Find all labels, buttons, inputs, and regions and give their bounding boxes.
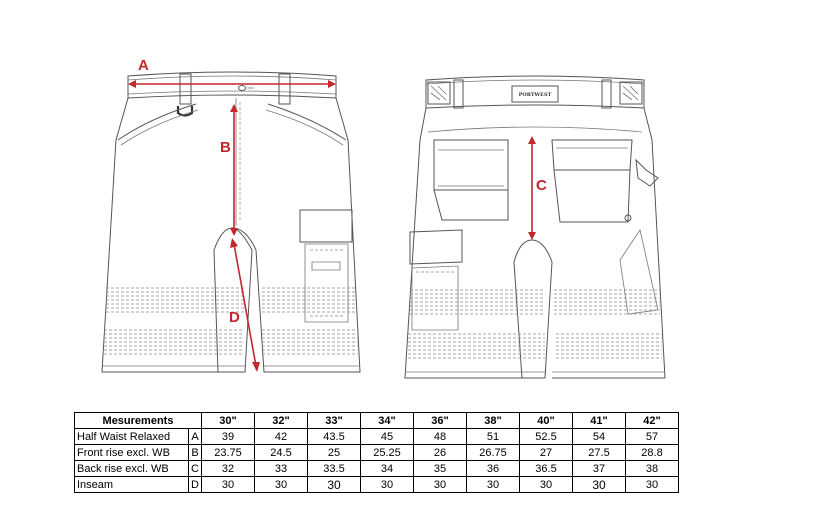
table-cell: 25.25 xyxy=(360,444,414,461)
size-header: 36" xyxy=(413,412,467,429)
row-label: Front rise excl. WB xyxy=(74,444,189,461)
table-cell: 25 xyxy=(307,444,361,461)
size-header: 30" xyxy=(201,412,255,429)
table-cell: 38 xyxy=(625,460,679,477)
brand-label: PORTWEST xyxy=(519,92,552,98)
size-header: 42" xyxy=(625,412,679,429)
row-label: Half Waist Relaxed xyxy=(74,428,189,445)
table-cell: 23.75 xyxy=(201,444,255,461)
table-cell: 32 xyxy=(201,460,255,477)
row-code: C xyxy=(188,460,202,477)
table-cell: 36.5 xyxy=(519,460,573,477)
row-code: A xyxy=(188,428,202,445)
measure-b-front-rise: B xyxy=(220,104,238,236)
front-view-shorts xyxy=(101,71,361,373)
size-header-row: Mesurements 30" 32" 33" 34" 36" 38" 40" … xyxy=(74,412,679,429)
table-cell: 42 xyxy=(254,428,308,445)
table-row: Half Waist Relaxed A 39 42 43.5 45 48 51… xyxy=(74,428,679,445)
size-header: 41" xyxy=(572,412,626,429)
table-row: Inseam D 30 30 30 30 30 30 30 30 30 xyxy=(74,476,679,493)
table-cell: 39 xyxy=(201,428,255,445)
row-label: Back rise excl. WB xyxy=(74,460,189,477)
table-cell: 28.8 xyxy=(625,444,679,461)
row-code: D xyxy=(188,476,202,493)
table-cell: 30 xyxy=(360,476,414,493)
table-row: Back rise excl. WB C 32 33 33.5 34 35 36… xyxy=(74,460,679,477)
table-cell: 30 xyxy=(572,476,626,493)
table-cell: 52.5 xyxy=(519,428,573,445)
table-cell: 57 xyxy=(625,428,679,445)
table-cell: 33.5 xyxy=(307,460,361,477)
size-header: 38" xyxy=(466,412,520,429)
row-code: B xyxy=(188,444,202,461)
label-c: C xyxy=(536,177,547,194)
table-cell: 33 xyxy=(254,460,308,477)
table-cell: 34 xyxy=(360,460,414,477)
row-label: Inseam xyxy=(74,476,189,493)
label-d: D xyxy=(229,309,240,326)
label-a: A xyxy=(138,57,149,74)
label-b: B xyxy=(220,139,231,156)
table-cell: 27.5 xyxy=(572,444,626,461)
table-cell: 30 xyxy=(625,476,679,493)
table-cell: 45 xyxy=(360,428,414,445)
table-cell: 54 xyxy=(572,428,626,445)
measure-d-inseam: D xyxy=(229,238,260,372)
table-cell: 51 xyxy=(466,428,520,445)
table-cell: 30 xyxy=(307,476,361,493)
measure-a-waist: A xyxy=(128,57,336,88)
table-cell: 30 xyxy=(413,476,467,493)
table-cell: 35 xyxy=(413,460,467,477)
back-view-shorts: PORTWEST xyxy=(404,75,666,379)
shorts-technical-drawing: A B D PORTWEST xyxy=(101,57,666,379)
size-header: 32" xyxy=(254,412,308,429)
table-cell: 27 xyxy=(519,444,573,461)
table-cell: 43.5 xyxy=(307,428,361,445)
table-cell: 36 xyxy=(466,460,520,477)
table-cell: 30 xyxy=(201,476,255,493)
size-header: 34" xyxy=(360,412,414,429)
table-cell: 24.5 xyxy=(254,444,308,461)
table-cell: 30 xyxy=(254,476,308,493)
size-header: 33" xyxy=(307,412,361,429)
table-cell: 37 xyxy=(572,460,626,477)
measure-c-back-rise: C xyxy=(528,136,547,240)
table-cell: 26.75 xyxy=(466,444,520,461)
measurements-header: Mesurements xyxy=(74,412,202,429)
size-header: 40" xyxy=(519,412,573,429)
table-cell: 30 xyxy=(466,476,520,493)
table-row: Front rise excl. WB B 23.75 24.5 25 25.2… xyxy=(74,444,679,461)
table-cell: 30 xyxy=(519,476,573,493)
table-cell: 26 xyxy=(413,444,467,461)
table-cell: 48 xyxy=(413,428,467,445)
size-chart-table: Mesurements 30" 32" 33" 34" 36" 38" 40" … xyxy=(74,412,679,493)
